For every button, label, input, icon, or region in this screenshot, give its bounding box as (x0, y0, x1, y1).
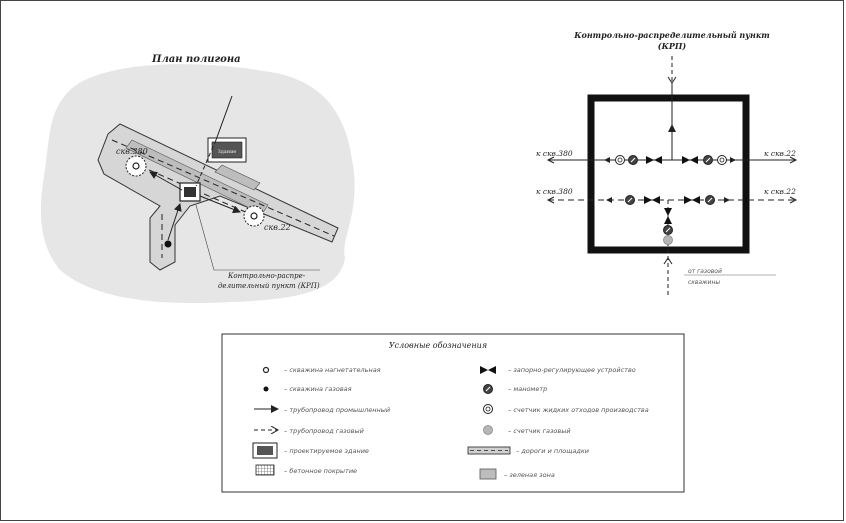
building-to-krp-pipeline (195, 139, 217, 187)
to-22-bottom: к скв.22 (764, 187, 796, 196)
legend-label-10: – дороги и площадки (516, 447, 589, 455)
roads-icon (467, 446, 511, 455)
to-380-top: к скв.380 (536, 149, 573, 158)
top-left-flow (604, 157, 610, 163)
well-380-marker (125, 155, 147, 177)
krp-scheme: Контрольно-распределительный пункт (КРП) (536, 30, 798, 298)
legend-label-0: – скважина нагнетательная (284, 366, 381, 374)
top-left-arrow (546, 156, 555, 164)
plan-title: План полигона (151, 54, 241, 65)
liquid-waste-meter-top-left (615, 155, 625, 165)
bottom-left-flow (606, 197, 612, 203)
manometer-bottom-left (625, 195, 635, 205)
legend-label-9: – счетчик газовый (508, 427, 571, 435)
concrete-cover-icon (255, 464, 275, 476)
injection-well-icon (262, 366, 270, 374)
shutoff-valve-icon (480, 366, 496, 374)
top-inlet-flow-arrow (668, 124, 676, 132)
legend-label-6: – запорно-регулирующее устройство (508, 366, 636, 374)
incoming-pipeline (215, 95, 233, 141)
green-zone-icon (479, 468, 497, 480)
legend-label-2: – трубопровод промышленный (284, 406, 390, 414)
krp-callout-line1: Контрольно-распре- (227, 272, 306, 280)
from-gas-well-line2: скважины (688, 279, 720, 286)
pipe-to-22 (199, 195, 241, 214)
bottom-left-arrow (546, 196, 555, 204)
legend-label-4: – проектируемое здание (284, 447, 369, 455)
shutoff-valve-bottom-left (644, 196, 660, 204)
shutoff-valve-top-right (682, 156, 698, 164)
building-label: Здание (218, 149, 237, 155)
site-plan: Здание План полигона скв.380 скв.22 (40, 54, 355, 304)
legend-label-1: – скважина газовая (284, 385, 352, 393)
krp-on-plan (179, 182, 201, 202)
legend-label-11: – зеленая зона (504, 471, 555, 479)
legend-label-5: – бетонное покрытие (284, 467, 357, 475)
liquid-waste-meter-icon (483, 404, 493, 414)
manometer-top-left (628, 155, 638, 165)
krp-callout-leader (195, 204, 320, 271)
krp-callout-line2: делительный пункт (КРП) (218, 282, 320, 290)
well-380-label: скв.380 (116, 147, 148, 156)
to-22-top: к скв.22 (764, 149, 796, 158)
from-gas-well-line1: от газовой (688, 268, 722, 275)
to-380-bottom: к скв.380 (536, 187, 573, 196)
top-right-flow (730, 157, 736, 163)
gas-meter-vertical (663, 235, 673, 245)
top-right-arrow (789, 156, 798, 164)
planned-building: Здание (207, 137, 247, 163)
shutoff-valve-top-left (646, 156, 662, 164)
gas-meter-icon (483, 425, 493, 435)
shutoff-valve-bottom-right (684, 196, 700, 204)
liquid-waste-meter-top-right (717, 155, 727, 165)
gas-well-pipe (167, 203, 182, 241)
legend-title: Условные обозначения (389, 341, 487, 350)
manometer-vertical (663, 225, 673, 235)
legend-label-3: – трубопровод газовый (284, 427, 364, 435)
manometer-top-right (703, 155, 713, 165)
bottom-right-flow (724, 197, 730, 203)
legend: Условные обозначения – скважина нагнетат… (221, 333, 685, 493)
bottom-right-arrow (789, 196, 798, 204)
manometer-icon (483, 384, 493, 394)
gas-well-icon (263, 386, 269, 392)
planned-building-icon (252, 442, 278, 459)
shutoff-valve-vertical (664, 208, 672, 224)
top-inlet-arrow (667, 76, 677, 84)
legend-label-7: – манометр (508, 385, 547, 393)
scheme-title-line2: (КРП) (658, 41, 687, 51)
well-22-label: скв.22 (264, 223, 291, 232)
gas-well-marker (164, 240, 172, 248)
legend-label-8: – счетчик жидких отходов производства (508, 406, 649, 414)
manometer-bottom-right (705, 195, 715, 205)
pipe-to-380 (149, 171, 183, 191)
well-22-marker (243, 205, 265, 227)
scheme-title-line1: Контрольно-распределительный пункт (573, 30, 770, 40)
gas-inlet-arrow (663, 257, 673, 265)
legend-box (221, 333, 685, 493)
